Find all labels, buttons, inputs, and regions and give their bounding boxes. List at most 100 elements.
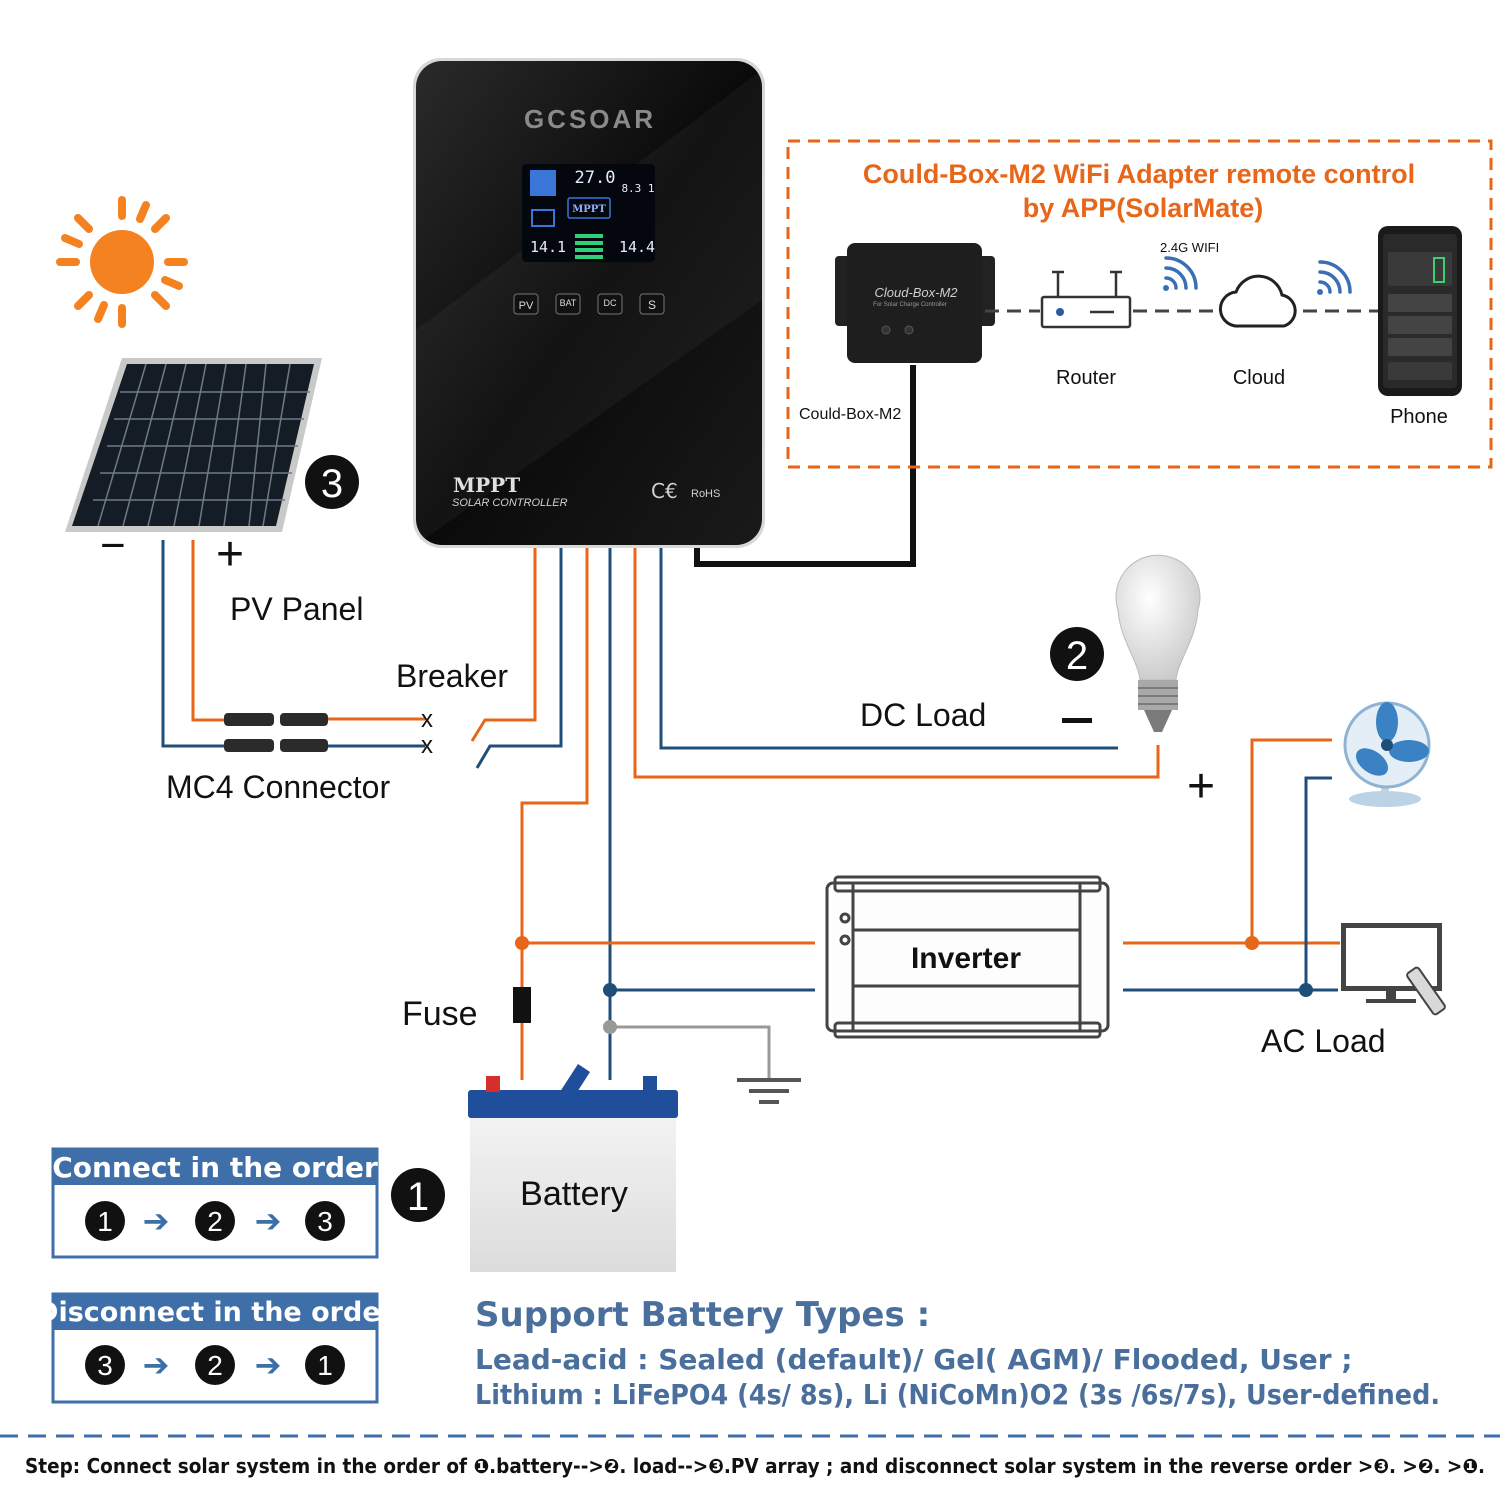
- junction-dot: [1245, 936, 1259, 950]
- battery-icon: [468, 1064, 678, 1272]
- wifi-signal-icon: [1318, 260, 1352, 294]
- pv-negative-wire: [161, 540, 230, 748]
- svg-text:2: 2: [1066, 634, 1088, 678]
- svg-text:27.0: 27.0: [575, 168, 616, 188]
- controller-subtitle: SOLAR CONTROLLER: [452, 497, 568, 509]
- dc-load-label: DC Load: [860, 697, 986, 733]
- arrow-icon: ➔: [255, 1203, 282, 1239]
- fan-negative-wire: [1304, 776, 1332, 990]
- junction-dot: [603, 983, 617, 997]
- ac-load-label: AC Load: [1261, 1023, 1386, 1059]
- arrow-icon: ➔: [255, 1347, 282, 1383]
- svg-text:BAT: BAT: [560, 298, 577, 308]
- fan-positive-wire: [1250, 738, 1332, 943]
- svg-text:S: S: [648, 298, 656, 312]
- device-label: Could-Box-M2: [799, 406, 901, 423]
- wifi-adapter-cable: [694, 365, 916, 567]
- step-badge-battery: 1: [391, 1168, 445, 1222]
- mc4-label: MC4 Connector: [166, 769, 390, 805]
- footer-step-text: Step: Connect solar system in the order …: [25, 1454, 1485, 1478]
- disconnect-order-box: Disconnect in the order 3 ➔ 2 ➔ 1: [36, 1292, 395, 1404]
- dc-load-negative-wire: [659, 548, 1118, 750]
- inverter-icon: [825, 875, 1110, 1039]
- tv-icon: [1341, 923, 1446, 1016]
- step-badge-load: 2: [1050, 627, 1104, 681]
- svg-text:3: 3: [321, 462, 343, 506]
- svg-text:1: 1: [407, 1175, 429, 1219]
- svg-text:14.4: 14.4: [619, 238, 655, 256]
- svg-text:8.3 1: 8.3 1: [621, 182, 654, 195]
- breaker-x-mark: x: [421, 732, 433, 759]
- controller-brand: GCSOAR: [524, 104, 656, 134]
- cloud-icon: [1219, 274, 1297, 328]
- junction-dot: [515, 936, 529, 950]
- wifi-signal-icon: [1164, 256, 1198, 290]
- pv-panel-icon: [65, 358, 322, 532]
- phone-label: Phone: [1390, 406, 1448, 428]
- wifi-adapter-panel: Could-Box-M2 WiFi Adapter remote control…: [786, 139, 1493, 469]
- ce-mark: C€: [651, 479, 678, 503]
- svg-text:PV: PV: [519, 300, 534, 312]
- ground-icon: [737, 1078, 801, 1104]
- svg-text:14.1: 14.1: [530, 238, 566, 256]
- router-label: Router: [1056, 367, 1116, 389]
- battery-positive-wire: [520, 548, 589, 1080]
- arrow-icon: ➔: [143, 1347, 170, 1383]
- dc-button[interactable]: [597, 293, 623, 315]
- battery-types-lithium: Lithium : LiFePO4 (4s/ 8s), Li (NiCoMn)O…: [475, 1378, 1440, 1411]
- connect-order-box: Connect in the order 1 ➔ 2 ➔ 3: [51, 1147, 379, 1259]
- cloud-box-device: Cloud-Box-M2 For Solar Charge Controller: [835, 243, 995, 363]
- inverter-label: Inverter: [911, 942, 1021, 975]
- svg-text:MPPT: MPPT: [572, 204, 606, 215]
- dc-load-positive-wire: [633, 548, 1160, 779]
- svg-text:For Solar Charge Controller: For Solar Charge Controller: [873, 302, 947, 308]
- wifi-title-1: Could-Box-M2 WiFi Adapter remote control: [863, 159, 1415, 189]
- battery-label: Battery: [520, 1175, 628, 1213]
- bat-button[interactable]: [555, 293, 581, 315]
- battery-types-lead-acid: Lead-acid : Sealed (default)/ Gel( AGM)/…: [475, 1343, 1352, 1376]
- svg-text:2: 2: [207, 1350, 223, 1381]
- svg-text:Disconnect in the order: Disconnect in the order: [36, 1297, 395, 1328]
- battery-types-title: Support Battery Types :: [475, 1295, 930, 1335]
- svg-text:1: 1: [97, 1206, 113, 1237]
- solar-controller: GCSOAR 27.0 8.3 1 MPPT 14.1 14.4 PV BAT …: [413, 58, 765, 548]
- fan-icon: [1343, 701, 1431, 807]
- wifi-band-label: 2.4G WIFI: [1160, 240, 1219, 255]
- junction-dot: [1299, 983, 1313, 997]
- svg-text:Connect in the order: Connect in the order: [52, 1151, 378, 1184]
- dc-plus-sign: +: [1187, 760, 1215, 813]
- sun-icon: [56, 196, 188, 328]
- svg-text:3: 3: [97, 1350, 113, 1381]
- phone-icon: [1378, 226, 1462, 396]
- bulb-icon: [1115, 554, 1201, 732]
- wires: [161, 365, 1340, 1080]
- mc4-connector-icon: [224, 713, 328, 752]
- svg-text:Cloud-Box-M2: Cloud-Box-M2: [874, 285, 958, 300]
- pv-plus-sign: +: [216, 528, 244, 581]
- svg-text:1: 1: [317, 1350, 333, 1381]
- pv-minus-sign: −: [100, 521, 126, 570]
- rohs-mark: RoHS: [691, 488, 720, 500]
- junction-dot: [603, 1020, 617, 1034]
- fuse-label: Fuse: [402, 995, 478, 1033]
- breaker-label: Breaker: [396, 658, 508, 694]
- pv-panel-label: PV Panel: [230, 591, 363, 627]
- controller-model: MPPT: [453, 473, 520, 497]
- svg-text:DC: DC: [604, 298, 617, 308]
- arrow-icon: ➔: [143, 1203, 170, 1239]
- s-button[interactable]: [639, 293, 665, 315]
- svg-text:2: 2: [207, 1206, 223, 1237]
- pv-positive-wire: [191, 540, 230, 722]
- controller-buttons: PV BAT DC S: [513, 293, 665, 315]
- breaker-negative-wire: [475, 548, 563, 769]
- fuse-icon: [513, 987, 531, 1023]
- svg-text:3: 3: [317, 1206, 333, 1237]
- router-icon: [1040, 270, 1132, 329]
- pv-button[interactable]: [513, 293, 539, 315]
- dc-minus-sign: [1062, 718, 1092, 723]
- breaker-positive-wire: [470, 548, 537, 742]
- wifi-title-2: by APP(SolarMate): [1023, 193, 1264, 223]
- ground-wire: [610, 1025, 771, 1078]
- breaker-x-mark: x: [421, 706, 433, 733]
